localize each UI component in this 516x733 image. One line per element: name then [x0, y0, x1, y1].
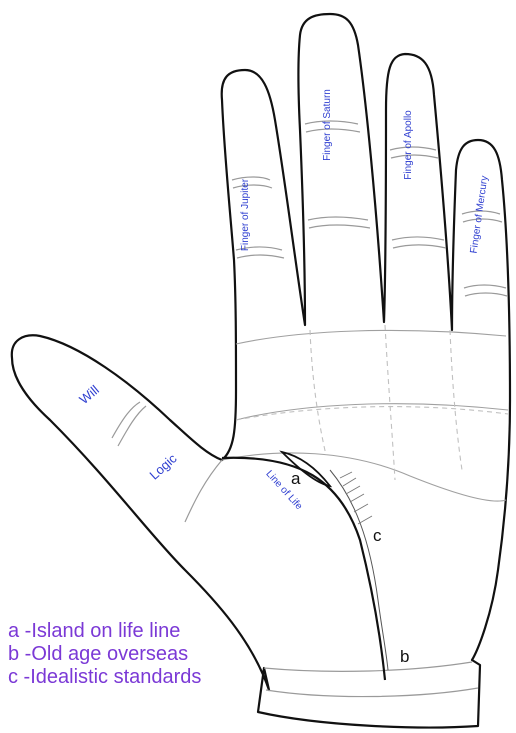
marker-a: a — [291, 469, 301, 488]
legend-item-c: c -Idealistic standards — [8, 666, 268, 689]
label-finger-of-saturn: Finger of Saturn — [322, 89, 333, 161]
legend: a -Island on life line b -Old age overse… — [8, 620, 268, 689]
label-finger-of-jupiter: Finger of Jupiter — [240, 178, 251, 251]
legend-item-a: a -Island on life line — [8, 620, 268, 643]
legend-item-b: b -Old age overseas — [8, 643, 268, 666]
marker-c: c — [373, 526, 382, 545]
marker-b: b — [400, 647, 409, 666]
label-finger-of-apollo: Finger of Apollo — [403, 110, 414, 180]
